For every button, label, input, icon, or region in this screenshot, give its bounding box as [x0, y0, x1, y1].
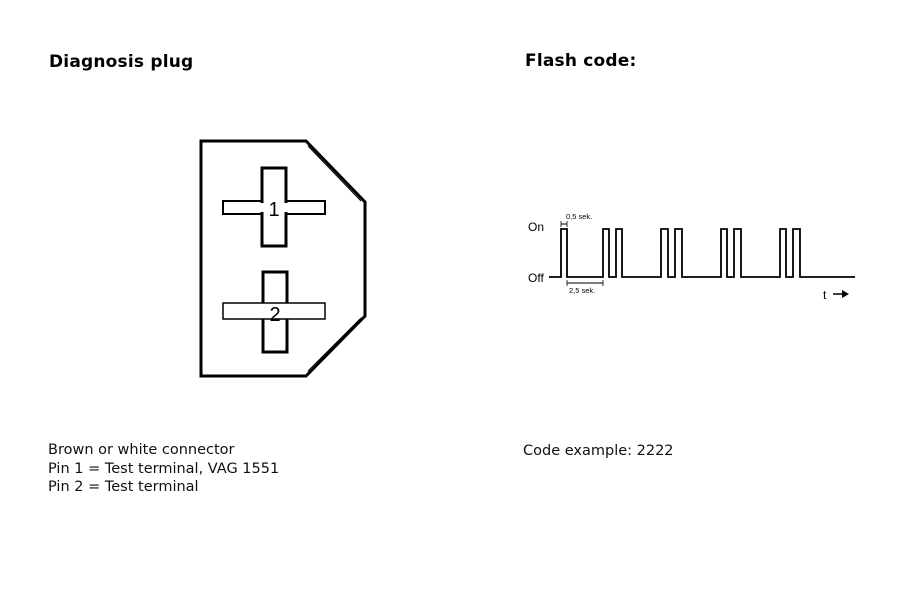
plug-bevel-top	[307, 145, 362, 202]
plug-bevel-bottom	[307, 317, 362, 372]
plug-outline	[199, 139, 367, 378]
on-label: On	[528, 220, 544, 234]
pin-2-description: Pin 2 = Test terminal	[48, 479, 199, 495]
diagnosis-plug-description: Brown or white connector Pin 1 = Test te…	[48, 441, 279, 497]
time-arrow-head	[842, 290, 849, 298]
pin-1-label: 1	[268, 199, 279, 221]
pin-2-cross: 2	[222, 270, 326, 354]
flash-code-title: Flash code:	[525, 51, 637, 71]
diagnosis-plug-title: Diagnosis plug	[49, 52, 194, 72]
pin-2-label: 2	[269, 304, 280, 326]
time-axis-label: t	[823, 288, 827, 302]
pin-1-description: Pin 1 = Test terminal, VAG 1551	[48, 460, 280, 477]
signal-line	[549, 228, 855, 278]
off-label: Off	[528, 271, 544, 285]
code-example: Code example: 2222	[523, 443, 674, 459]
connector-description: Brown or white connector	[48, 442, 235, 458]
pulse-duration-label: 0,5 sek.	[566, 212, 592, 221]
flash-code-waveform: On Off 0,5 sek. 2,5 sek. t	[528, 212, 855, 302]
pause-duration-label: 2,5 sek.	[569, 286, 595, 295]
flash-code-description: Code example: 2222	[523, 442, 674, 461]
pin-1-cross: 1	[222, 166, 326, 248]
